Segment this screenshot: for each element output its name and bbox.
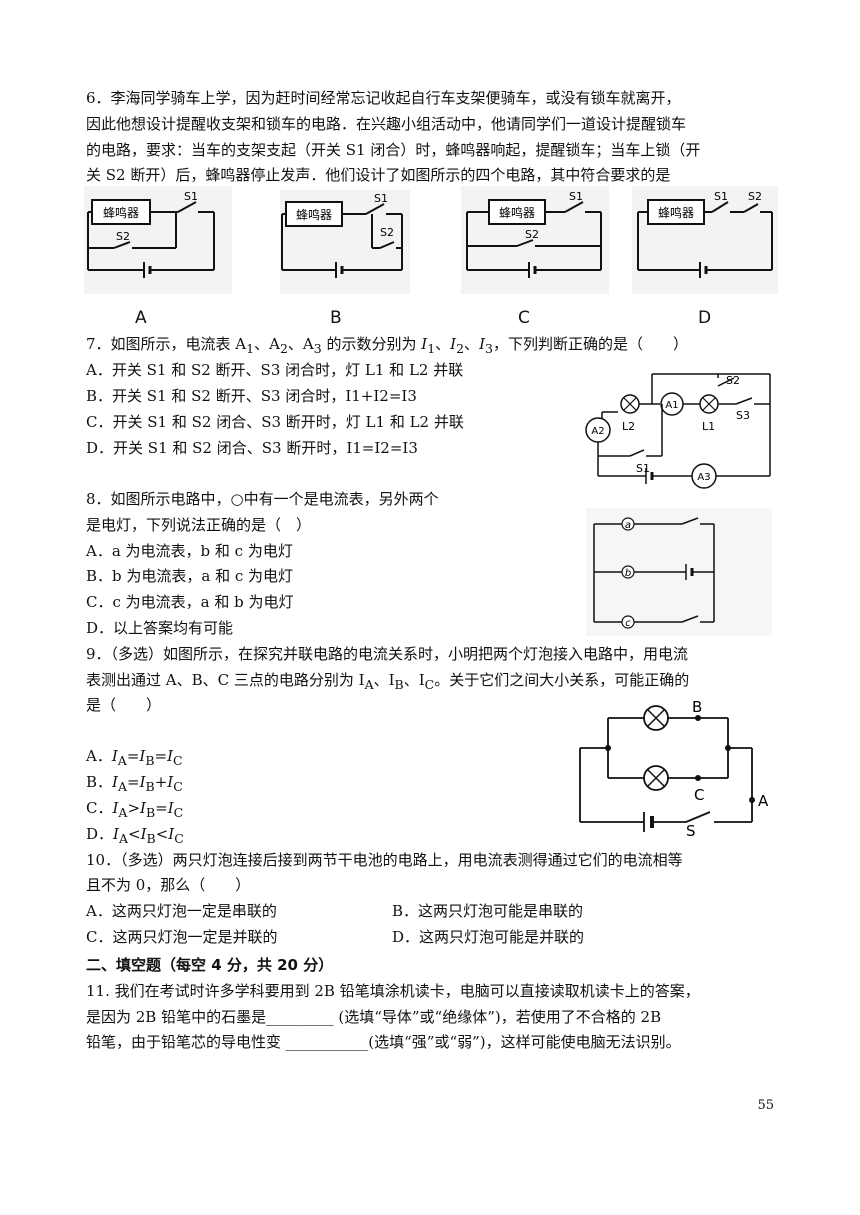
q9-option-d: D．IA<IB<IC xyxy=(86,825,184,846)
a2-label: A2 xyxy=(591,426,604,437)
q9-line-1: 9．（多选）如图所示，在探究并联电路的电流关系时，小明把两个灯泡接入电路中，用电… xyxy=(86,645,689,663)
q7-option-d: D．开关 S1 和 S2 闭合、S3 断开时，I1=I2=I3 xyxy=(86,439,418,457)
q8-line-2: 是电灯，下列说法正确的是（ ） xyxy=(86,516,312,534)
b-label: B xyxy=(692,698,702,716)
buzzer-label: 蜂鸣器 xyxy=(499,205,535,220)
buzzer-label: 蜂鸣器 xyxy=(103,205,139,220)
q6-circuit-c: 蜂鸣器 S1 S2 xyxy=(461,186,609,294)
q9-line-3: 是（ ） xyxy=(86,696,162,714)
q10-option-a: A．这两只灯泡一定是串联的 xyxy=(86,902,277,920)
q7-circuit: S2 L2 A1 L1 S3 A2 S1 A3 xyxy=(585,373,771,489)
a-label: A xyxy=(758,792,769,810)
a3-label: A3 xyxy=(697,472,710,483)
section-heading: 二、填空题（每空 4 分，共 20 分） xyxy=(86,956,334,974)
l1-label: L1 xyxy=(702,420,715,433)
q6-caption-c: C xyxy=(518,308,530,328)
s1-label: S1 xyxy=(374,192,388,205)
q6-circuit-b: 蜂鸣器 S1 S2 xyxy=(280,190,410,294)
s1-label: S1 xyxy=(184,190,198,203)
a1-label: A1 xyxy=(665,400,678,411)
q10-option-d: D．这两只灯泡可能是并联的 xyxy=(392,928,585,946)
q11-line-1: 11. 我们在考试时许多学科要用到 2B 铅笔填涂机读卡，电脑可以直接读取机读卡… xyxy=(86,982,700,1000)
q8-circuit: a b c xyxy=(586,508,772,636)
s1-label: S1 xyxy=(569,190,583,203)
q9-circuit: B C S A xyxy=(579,698,769,838)
q7-option-a: A．开关 S1 和 S2 断开、S3 闭合时，灯 L1 和 L2 并联 xyxy=(86,361,464,379)
q6-circuit-a: 蜂鸣器 S1 S2 xyxy=(84,186,232,294)
q10-line-2: 且不为 0，那么（ ） xyxy=(86,876,251,894)
q6-circuit-d: 蜂鸣器 S1 S2 xyxy=(632,186,778,294)
q11-line-2: 是因为 2B 铅笔中的石墨是_________ (选填“导体”或“绝缘体”)，若… xyxy=(86,1008,662,1026)
q10-line-1: 10．（多选）两只灯泡连接后接到两节干电池的电路上，用电流表测得通过它们的电流相… xyxy=(86,851,683,869)
q9-option-b: B．IA=IB+IC xyxy=(86,773,183,794)
q6-line-3: 的电路，要求：当车的支架支起（开关 S1 闭合）时，蜂鸣器响起，提醒锁车；当车上… xyxy=(86,141,701,159)
buzzer-label: 蜂鸣器 xyxy=(296,207,332,222)
c-label: c xyxy=(625,618,631,629)
q8-line-1: 8．如图所示电路中，○中有一个是电流表，另外两个 xyxy=(86,490,439,508)
q8-option-a: A．a 为电流表，b 和 c 为电灯 xyxy=(86,542,293,560)
q11-line-3: 铅笔，由于铅笔芯的导电性变 ___________(选填“强”或“弱”)，这样可… xyxy=(86,1033,681,1051)
q6-caption-a: A xyxy=(135,308,147,328)
b-label: b xyxy=(625,568,631,579)
q8-option-d: D．以上答案均有可能 xyxy=(86,619,234,637)
q6-line-1: 6．李海同学骑车上学，因为赶时间经常忘记收起自行车支架便骑车，或没有锁车就离开， xyxy=(86,89,681,107)
q7-option-c: C．开关 S1 和 S2 闭合、S3 断开时，灯 L1 和 L2 并联 xyxy=(86,413,464,431)
q6-line-4: 关 S2 断开）后，蜂鸣器停止发声．他们设计了如图所示的四个电路，其中符合要求的… xyxy=(86,166,671,184)
s3-label: S3 xyxy=(736,409,750,422)
s2-label: S2 xyxy=(380,226,394,239)
q6-caption-d: D xyxy=(698,308,712,328)
s1-label: S1 xyxy=(714,190,728,203)
q9-line-2: 表测出通过 A、B、C 三点的电路分别为 IA、IB、IC。关于它们之间大小关系… xyxy=(86,671,690,692)
q6-caption-b: B xyxy=(330,308,342,328)
s2-label: S2 xyxy=(116,230,130,243)
s2-label: S2 xyxy=(525,228,539,241)
q9-option-a: A．IA=IB=IC xyxy=(86,747,183,768)
q7-option-b: B．开关 S1 和 S2 断开、S3 闭合时，I1+I2=I3 xyxy=(86,387,417,405)
q6-line-2: 因此他想设计提醒收支架和锁车的电路．在兴趣小组活动中，他请同学们一道设计提醒锁车 xyxy=(86,115,687,133)
c-label: C xyxy=(694,786,704,804)
buzzer-label: 蜂鸣器 xyxy=(658,205,694,220)
q8-option-c: C．c 为电流表，a 和 b 为电灯 xyxy=(86,593,294,611)
a-label: a xyxy=(625,520,631,531)
page-number: 55 xyxy=(757,1098,774,1113)
s-label: S xyxy=(686,822,696,838)
s2-label: S2 xyxy=(748,190,762,203)
q9-option-c: C．IA>IB=IC xyxy=(86,799,184,820)
s1-label: S1 xyxy=(636,462,650,475)
q10-option-b: B．这两只灯泡可能是串联的 xyxy=(392,902,584,920)
q8-option-b: B．b 为电流表，a 和 c 为电灯 xyxy=(86,567,294,585)
l2-label: L2 xyxy=(622,420,635,433)
q7-stem: 7．如图所示，电流表 A1、A2、A3 的示数分别为 I1、I2、I3，下列判断… xyxy=(86,335,688,356)
q10-option-c: C．这两只灯泡一定是并联的 xyxy=(86,928,278,946)
s2-label: S2 xyxy=(726,374,740,387)
